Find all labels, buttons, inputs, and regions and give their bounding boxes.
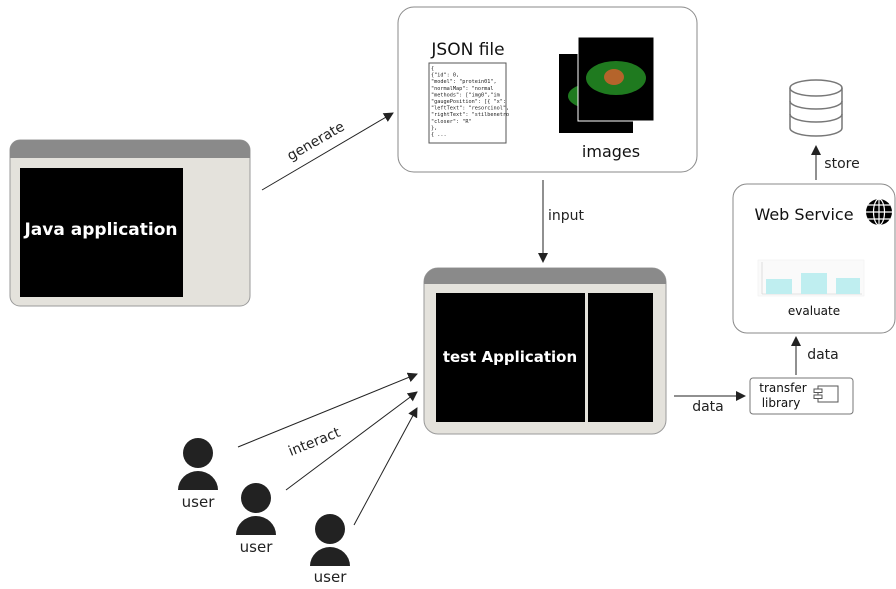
json-code-line: { ... — [431, 132, 447, 138]
image-thumbnail-front — [577, 36, 655, 122]
data-up-label: data — [807, 347, 839, 363]
user-icon — [310, 514, 350, 566]
json-code-line: }, — [431, 125, 437, 131]
images-label: images — [582, 142, 640, 161]
java-application-screen — [20, 168, 183, 297]
component-icon — [813, 385, 839, 403]
user-label: user — [314, 568, 348, 585]
web-service-title: Web Service — [754, 205, 853, 224]
interact-label: interact — [286, 424, 343, 459]
generate-label: generate — [285, 119, 348, 165]
globe-icon — [866, 198, 892, 226]
interact-arrow — [353, 407, 418, 526]
test-application-side-screen — [588, 293, 653, 422]
user-label: user — [182, 493, 216, 511]
json-panel: JSON file { {"id": 0, "model": "protein0… — [397, 6, 698, 173]
interact-arrow — [237, 372, 418, 448]
transfer-library-box: transfer library — [749, 377, 854, 415]
user-icon — [236, 483, 276, 535]
json-document — [428, 62, 507, 144]
test-application-label: test Application — [443, 348, 577, 366]
evaluation-mini-chart — [757, 259, 865, 297]
json-code-line: "closer": "R" — [431, 119, 472, 125]
java-application-window: Java application — [9, 139, 251, 307]
json-code-line: { — [431, 66, 434, 72]
test-application-main-screen — [436, 293, 585, 422]
json-code-line: "rightText": "stilbenetro — [431, 112, 509, 118]
database-icon — [789, 79, 843, 137]
user-label: user — [240, 538, 274, 556]
mini-chart-bar — [801, 273, 827, 294]
json-file-title: JSON file — [430, 40, 504, 60]
store-label: store — [824, 156, 859, 172]
json-code-line: "methods": ["img0","im — [431, 92, 500, 98]
test-application-window: test Application — [423, 267, 667, 435]
data-right-label: data — [692, 399, 724, 415]
evaluate-label: evaluate — [788, 304, 840, 318]
transfer-library-line2: library — [762, 396, 801, 410]
json-code-line: "normalMap": "normal — [431, 86, 493, 92]
transfer-library-line1: transfer — [759, 381, 806, 395]
generate-arrow — [261, 112, 394, 191]
json-code-line: "gaugePosition": [{ "x": — [431, 99, 506, 105]
java-application-label: Java application — [23, 220, 177, 240]
json-code-line: {"id": 0, — [431, 73, 459, 79]
json-code-block: { {"id": 0, "model": "protein01", "norma… — [431, 66, 509, 138]
mini-chart-bar — [836, 278, 860, 294]
user-icon — [178, 438, 218, 490]
web-service-panel: Web Service evaluate — [732, 183, 896, 334]
interact-arrow — [285, 391, 418, 491]
input-label: input — [548, 208, 585, 224]
json-code-line: "leftText": "resorcinol", — [431, 106, 509, 112]
mini-chart-bar — [766, 279, 792, 294]
json-code-line: "model": "protein01", — [431, 79, 497, 85]
